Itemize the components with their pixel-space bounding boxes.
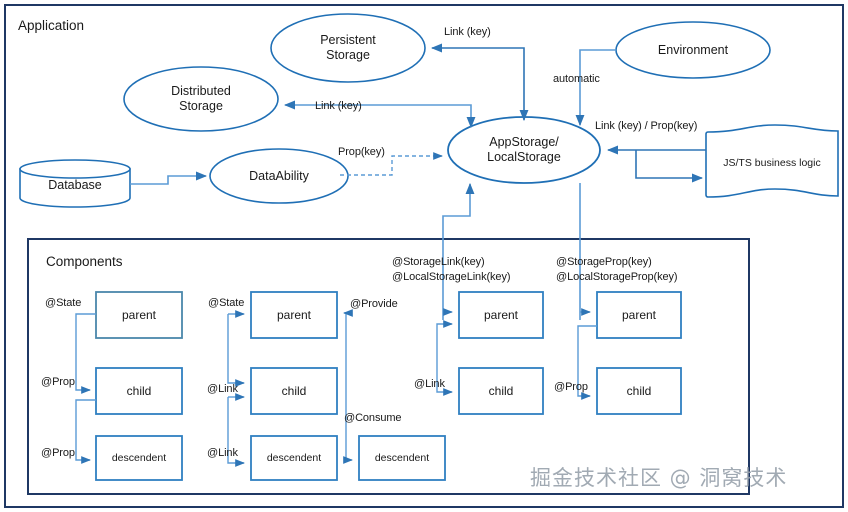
edge-label-storage-link-line1: @StorageLink(key) <box>392 256 485 268</box>
edge-database-to-dataability <box>130 171 208 185</box>
node-data-ability[interactable] <box>209 148 349 204</box>
watermark: 掘金技术社区 @ 洞窝技术 <box>530 466 788 490</box>
decorator-g1-state: @State <box>45 297 82 309</box>
edge-storagelink-to-appstorage <box>442 182 475 320</box>
edge-label-persist-link: Link (key) <box>444 26 491 38</box>
edge-label-business-link-prop: Link (key) / Prop(key) <box>595 120 698 132</box>
edge-g1-state-to-prop-child <box>75 313 96 394</box>
node-persistent-storage[interactable] <box>270 13 426 83</box>
box-g2-child[interactable] <box>250 367 338 415</box>
decorator-g2-provide: @Provide <box>350 298 398 310</box>
edge-g3-link-to-child <box>436 320 453 396</box>
components-title: Components <box>46 254 123 269</box>
decorator-g3-link: @Link <box>414 378 445 390</box>
edge-g4-prop-to-child <box>577 325 597 400</box>
node-database[interactable] <box>19 159 131 208</box>
box-g1-descendent[interactable] <box>95 435 183 481</box>
edge-g2-provide-to-parent <box>343 309 353 460</box>
application-title: Application <box>18 18 85 33</box>
edge-appstorage-to-distributed <box>283 100 476 129</box>
node-business-logic[interactable] <box>705 124 839 198</box>
edge-g2-link-to-child <box>227 314 245 387</box>
box-g1-child[interactable] <box>95 367 183 415</box>
edge-label-storage-prop-line1: @StorageProp(key) <box>556 256 652 268</box>
decorator-g2-link-child: @Link <box>207 383 238 395</box>
edge-label-environment-automatic: automatic <box>553 73 600 85</box>
decorator-g2-link-descendent: @Link <box>207 447 238 459</box>
edge-g1-child-to-descendent <box>75 399 96 464</box>
box-g2-descendent[interactable] <box>250 435 338 481</box>
edge-label-dataability-prop: Prop(key) <box>338 146 385 158</box>
decorator-g2-consume: @Consume <box>344 412 402 424</box>
box-g1-parent[interactable] <box>95 291 183 339</box>
node-distributed-storage[interactable] <box>123 66 279 132</box>
edge-g2-link-to-descendent <box>227 397 245 467</box>
decorator-g4-prop: @Prop <box>554 381 588 393</box>
box-g2-consume-descendent[interactable] <box>358 435 446 481</box>
edge-environment-to-appstorage <box>575 49 616 127</box>
edge-appstorage-to-persistent <box>430 43 529 122</box>
edge-label-storage-prop-line2: @LocalStorageProp(key) <box>556 271 678 283</box>
box-g2-parent[interactable] <box>250 291 338 339</box>
box-g4-child[interactable] <box>596 367 682 415</box>
decorator-g1-prop-child: @Prop <box>41 376 75 388</box>
box-g3-parent[interactable] <box>458 291 544 339</box>
decorator-g1-prop-descendent: @Prop <box>41 447 75 459</box>
box-g3-child[interactable] <box>458 367 544 415</box>
node-environment[interactable] <box>615 21 771 79</box>
decorator-g2-state: @State <box>208 297 245 309</box>
edge-appstorage-to-business <box>635 150 704 183</box>
edge-label-distributed-link: Link (key) <box>315 100 362 112</box>
edge-label-storage-link-line2: @LocalStorageLink(key) <box>392 271 511 283</box>
box-g4-parent[interactable] <box>596 291 682 339</box>
